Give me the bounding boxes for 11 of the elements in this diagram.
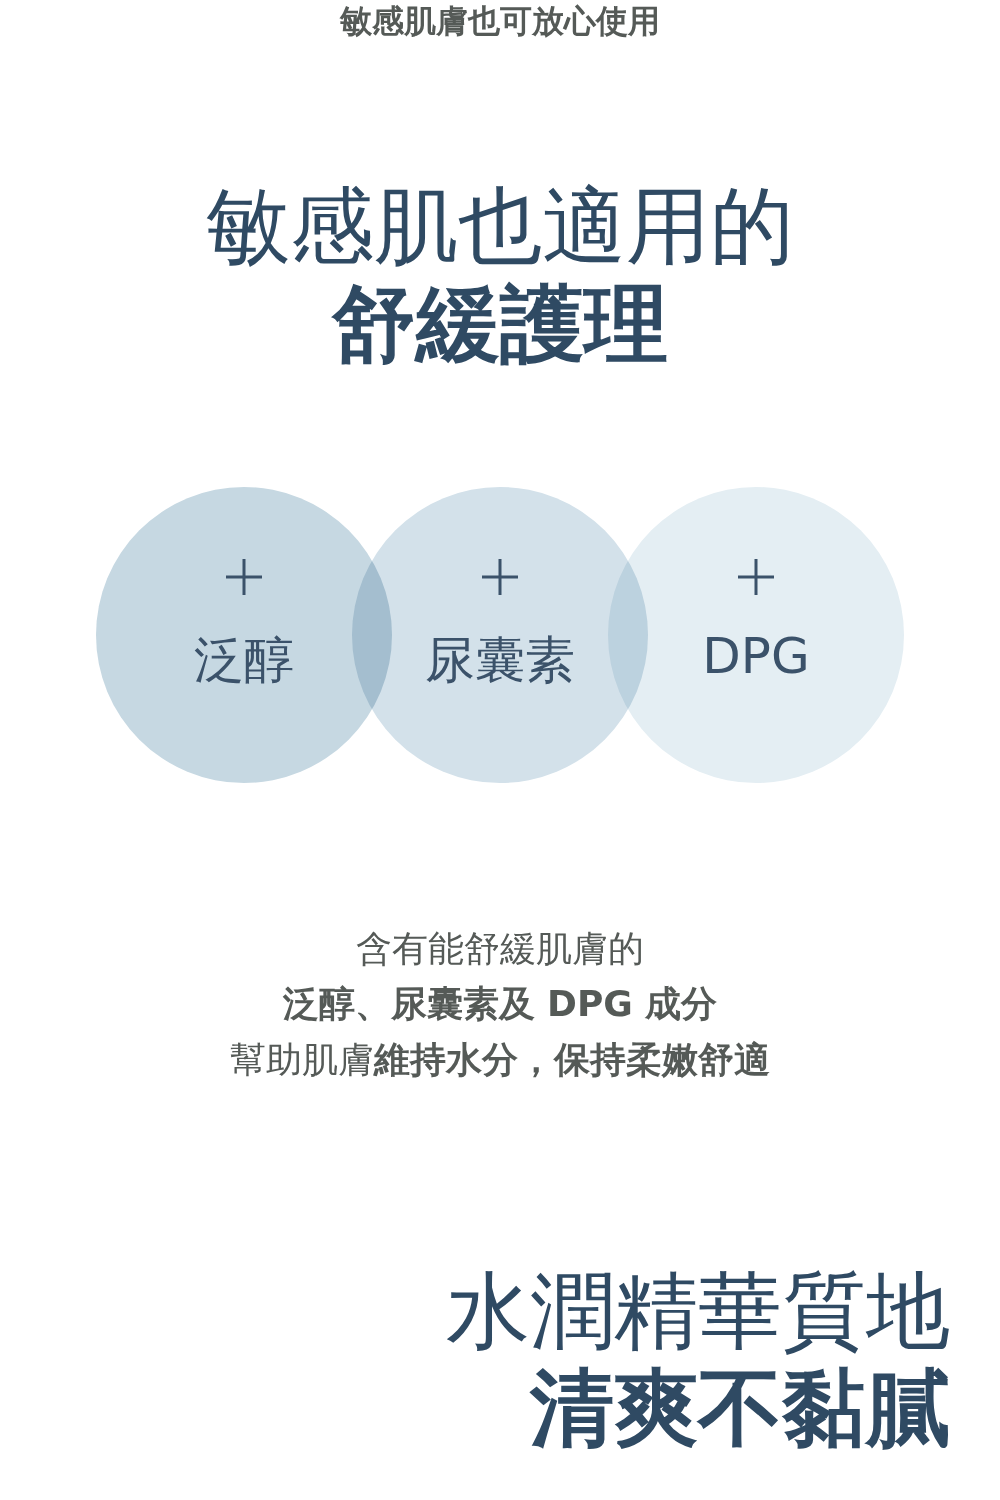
description-text: 泛醇、尿囊素及 DPG 成分 xyxy=(282,983,718,1024)
heading: 水潤精華質地 xyxy=(446,1262,950,1360)
heading: 敏感肌也適用的 xyxy=(206,177,794,275)
ingredient-name: DPG xyxy=(701,627,811,685)
heading: 清爽不黏膩 xyxy=(530,1359,950,1457)
description-text: 幫助肌膚維持水分，保持柔嫩舒適 xyxy=(230,1039,770,1080)
ingredient-name: 泛醇 xyxy=(193,630,295,691)
subheading: 敏感肌膚也可放心使用 xyxy=(340,2,660,40)
description-text: 含有能舒緩肌膚的 xyxy=(356,928,644,969)
ingredient-name: 尿囊素 xyxy=(424,630,576,691)
heading: 舒緩護理 xyxy=(332,275,668,373)
